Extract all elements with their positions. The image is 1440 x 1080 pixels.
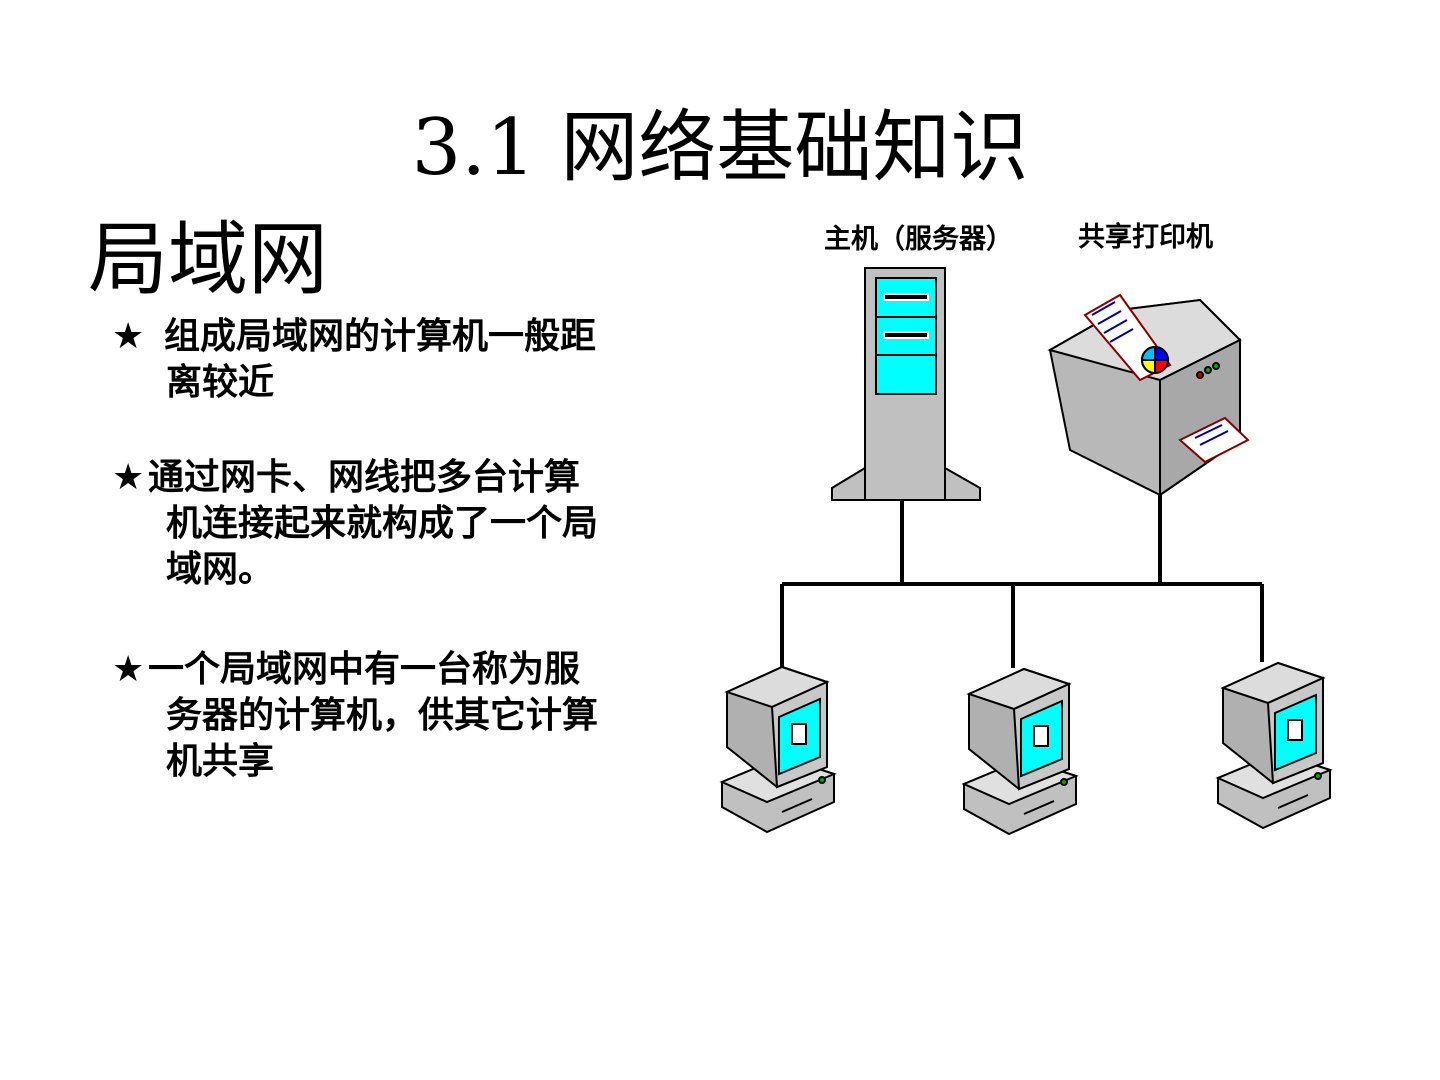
star-icon: ★ <box>112 649 145 690</box>
bullet-text: 离较近 <box>166 362 275 403</box>
bullet-3: ★一个局域网中有一台称为服 务器的计算机，供其它计算 机共享 <box>112 647 672 785</box>
bullet-text: 务器的计算机，供其它计算 <box>166 695 599 736</box>
slide-title: 3.1 网络基础知识 <box>411 103 1029 193</box>
printer-icon <box>1047 293 1250 497</box>
bullet-text: 一个局域网中有一台称为服 <box>148 649 581 690</box>
section-heading: 局域网 <box>88 213 328 306</box>
bullet-text: 组成局域网的计算机一般距 <box>164 316 597 357</box>
workstation-icon <box>961 667 1079 836</box>
workstation-icon <box>1215 661 1333 830</box>
bullet-text: 通过网卡、网线把多台计算 <box>148 457 581 498</box>
bullet-text: 机共享 <box>166 741 275 782</box>
star-icon: ★ <box>112 457 145 498</box>
bullet-2: ★通过网卡、网线把多台计算 机连接起来就构成了一个局 域网。 <box>112 455 672 593</box>
bullet-text: 域网。 <box>166 549 275 590</box>
star-icon: ★ <box>112 316 145 357</box>
bullet-text: 机连接起来就构成了一个局 <box>166 503 599 544</box>
bullet-1: ★ 组成局域网的计算机一般距 离较近 <box>112 314 672 406</box>
server-label: 主机（服务器） <box>824 224 1013 255</box>
server-icon <box>831 267 981 501</box>
network-cables <box>780 495 1264 668</box>
printer-label: 共享打印机 <box>1078 222 1213 253</box>
workstation-icon <box>719 665 837 834</box>
